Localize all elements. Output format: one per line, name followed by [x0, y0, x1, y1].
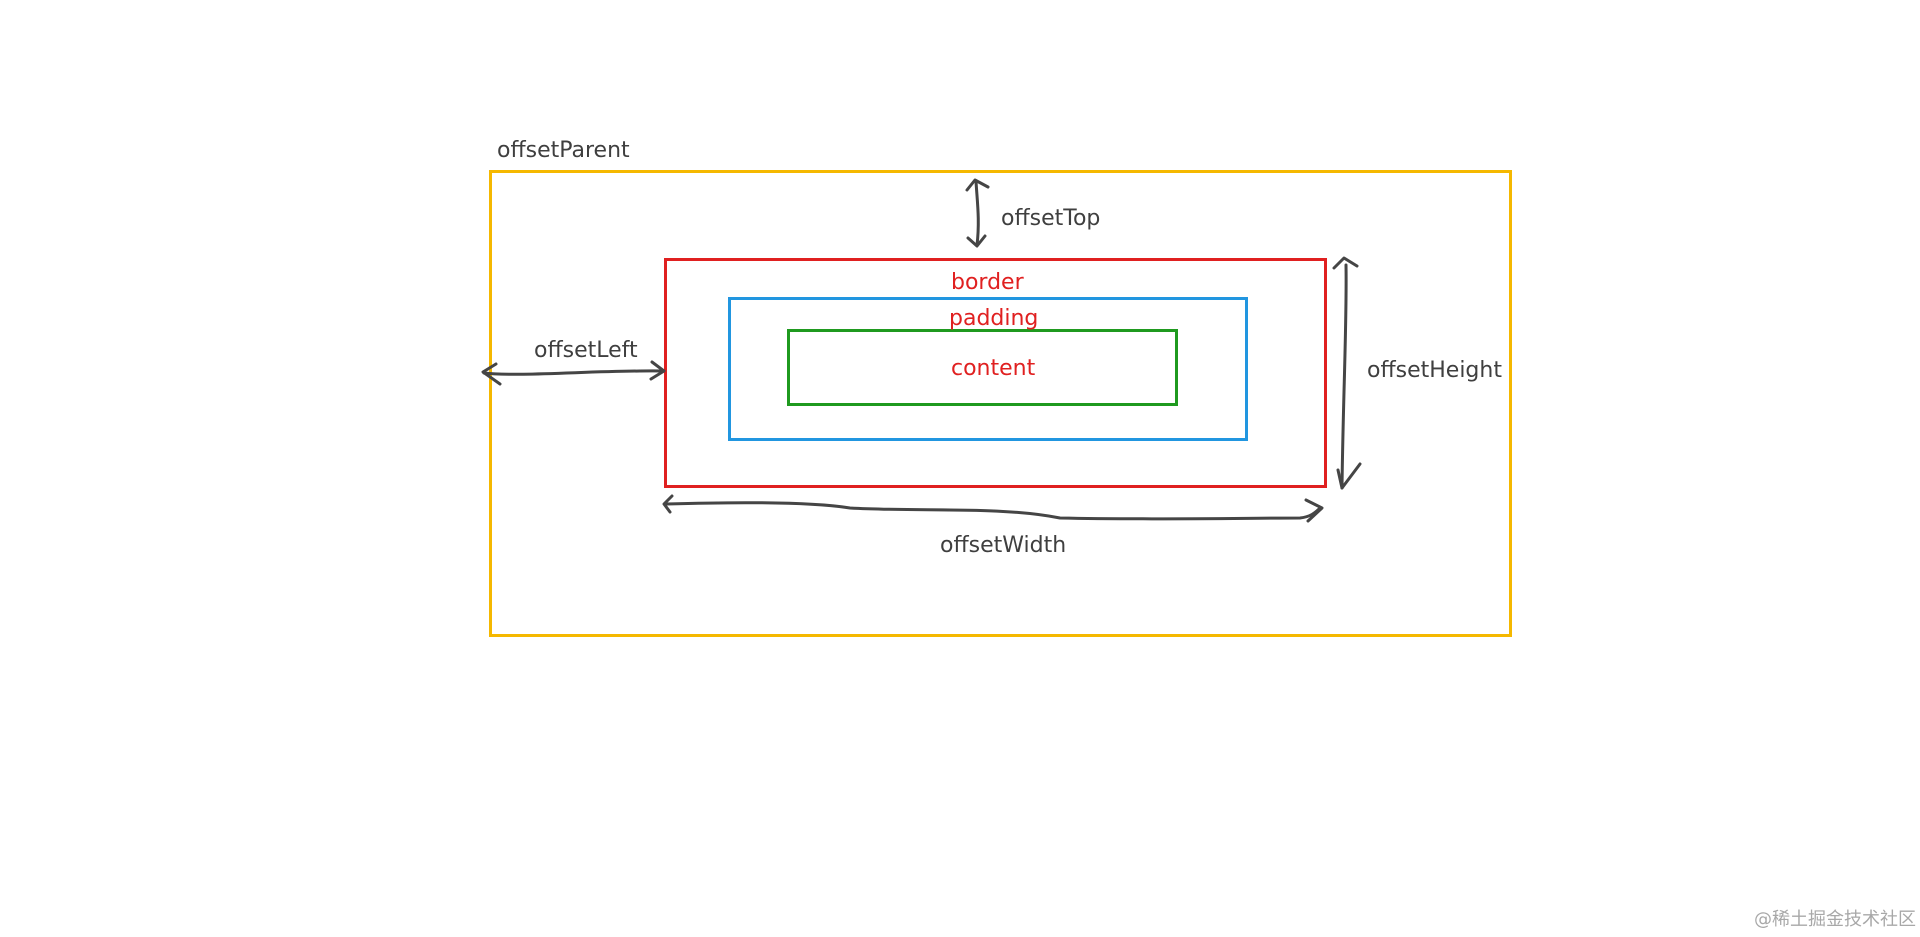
offset-width-label: offsetWidth — [940, 533, 1067, 558]
padding-label: padding — [949, 306, 1039, 331]
content-box — [787, 329, 1178, 406]
offset-height-arrow — [1332, 256, 1362, 490]
offset-height-label: offsetHeight — [1367, 358, 1502, 383]
watermark: @稀土掘金技术社区 — [1754, 909, 1916, 930]
border-box — [664, 258, 1327, 488]
offset-left-arrow — [481, 360, 666, 386]
padding-box — [728, 297, 1248, 441]
content-label: content — [951, 356, 1036, 381]
offset-parent-label: offsetParent — [497, 138, 630, 163]
offset-top-arrow — [965, 178, 990, 248]
offset-parent-box — [489, 170, 1512, 637]
border-label: border — [951, 270, 1024, 295]
offset-width-arrow — [662, 494, 1324, 523]
offset-top-label: offsetTop — [1001, 206, 1101, 231]
offset-left-label: offsetLeft — [534, 338, 638, 363]
